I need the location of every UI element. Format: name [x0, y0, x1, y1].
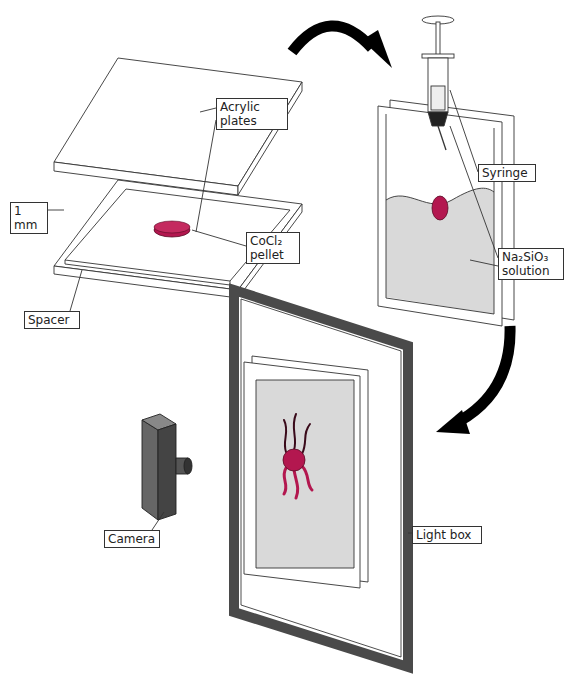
- step-arrow: [458, 326, 510, 422]
- spacer-edge: [65, 260, 230, 285]
- light-box-inner: [241, 299, 401, 657]
- leader-lines: [48, 90, 498, 533]
- syringe-barrel: [428, 58, 448, 112]
- na2sio3-solution: [256, 380, 354, 568]
- label-text: Na₂SiO₃ solution: [502, 250, 560, 278]
- acrylic-plate: [252, 356, 368, 582]
- part-label: Spacer: [24, 311, 80, 329]
- part-label: Na₂SiO₃ solution: [498, 248, 564, 280]
- part-label: Acrylic plates: [216, 98, 288, 130]
- cocl2-pellet: [283, 449, 305, 471]
- acrylic-plate: [244, 362, 360, 588]
- label-text: CoCl₂ pellet: [250, 234, 296, 262]
- na2sio3-solution: [386, 188, 494, 314]
- plunger-seal: [431, 86, 445, 110]
- part-label: Light box: [412, 526, 482, 544]
- step-arrow: [292, 26, 372, 52]
- dimension-label: 1 mm: [10, 202, 48, 234]
- light-box: [234, 290, 408, 667]
- syringe-flange: [422, 54, 454, 58]
- part-label: CoCl₂ pellet: [246, 232, 300, 264]
- silicate-tubes: [284, 466, 312, 498]
- syringe-hub: [428, 112, 448, 126]
- camera-body: [142, 420, 158, 520]
- acrylic-plate: [378, 106, 502, 326]
- part-label: Camera: [104, 530, 160, 548]
- label-text: Acrylic plates: [220, 100, 284, 128]
- silicate-tubes: [284, 414, 310, 454]
- pellet-top: [154, 221, 190, 233]
- plate-edge: [238, 204, 302, 298]
- label-text: Spacer: [28, 313, 76, 327]
- spacer: [386, 298, 494, 314]
- label-text: 1 mm: [14, 204, 44, 232]
- label-text: Light box: [416, 528, 478, 542]
- arrow-head: [362, 30, 392, 68]
- label-text: Camera: [108, 532, 156, 546]
- label-text: Syringe: [482, 166, 532, 180]
- camera-body: [158, 424, 176, 520]
- spacer: [386, 114, 387, 298]
- spacer: [494, 128, 495, 314]
- part-label: Syringe: [478, 164, 536, 182]
- cocl2-pellet: [432, 196, 448, 220]
- arrow-head: [436, 410, 470, 434]
- needle: [438, 126, 446, 150]
- camera-lens: [184, 458, 192, 474]
